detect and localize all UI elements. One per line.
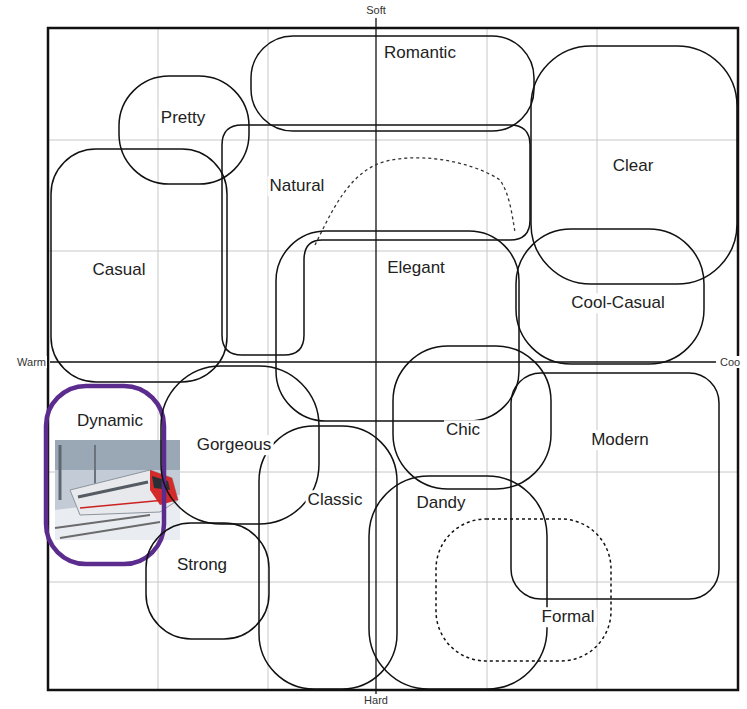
region-outline — [118, 75, 250, 185]
photo-rail — [60, 522, 160, 538]
strong-region: Strong — [145, 522, 270, 640]
gorgeous-region: Gorgeous — [160, 365, 320, 525]
grid-line — [48, 140, 738, 141]
region-outline — [510, 372, 720, 600]
grid-lines — [48, 28, 738, 690]
region-label: Natural — [268, 176, 327, 196]
region-border — [531, 46, 737, 284]
region-border — [393, 346, 551, 489]
region-label: Gorgeous — [195, 435, 274, 455]
region-label: Cool-Casual — [569, 293, 667, 313]
region-label: Chic — [444, 420, 482, 440]
region-border — [511, 373, 719, 599]
casual-region: Casual — [50, 148, 228, 383]
region-border — [119, 76, 249, 184]
region-label: Formal — [540, 607, 597, 627]
region-label: Romantic — [382, 43, 458, 63]
warm-cool-axis — [50, 361, 716, 362]
region-label: Clear — [611, 156, 656, 176]
region-outline — [145, 522, 270, 640]
region-border — [222, 125, 530, 355]
region-border — [161, 366, 319, 524]
photo-train-stripe — [80, 500, 165, 508]
elegant-region: Elegant — [275, 230, 520, 422]
region-label: Pretty — [159, 108, 207, 128]
axis-label: Soft — [365, 4, 387, 16]
cool-casual-region: Cool-Casual — [515, 228, 705, 365]
classic-region: Classic — [258, 425, 398, 690]
region-border — [369, 476, 547, 689]
axis-label: Warm — [16, 356, 47, 368]
region-border — [436, 519, 611, 661]
region-border — [51, 149, 227, 382]
grid-line — [48, 251, 738, 252]
region-label: Elegant — [385, 258, 447, 278]
region-border — [516, 229, 704, 364]
grid-line — [597, 28, 598, 690]
region-outline — [212, 125, 530, 355]
clear-region: Clear — [530, 45, 738, 285]
region-border — [146, 523, 269, 639]
axis-label: Coo — [719, 356, 741, 368]
pretty-region: Pretty — [118, 75, 250, 185]
region-outline — [435, 518, 612, 662]
photo-pole — [59, 445, 62, 500]
region-label: Dandy — [414, 493, 467, 513]
axis-label: Hard — [363, 694, 389, 706]
region-border — [276, 231, 519, 421]
outer-frame — [48, 28, 738, 690]
grid-line — [48, 582, 738, 583]
dotted-outline — [315, 158, 515, 245]
chic-region: Chic — [392, 345, 552, 490]
romantic-region: Romantic — [250, 35, 535, 132]
photo-train-windows — [78, 482, 148, 497]
dynamic-region: Dynamic — [45, 385, 165, 565]
region-border — [46, 386, 164, 564]
region-label: Classic — [306, 490, 365, 510]
natural-region: Natural — [212, 125, 530, 355]
formal-region: Formal — [435, 518, 612, 662]
region-label: Dynamic — [75, 411, 145, 431]
modern-region: Modern — [510, 372, 720, 600]
grid-line — [487, 28, 488, 690]
region-label: Modern — [589, 430, 651, 450]
region-label: Strong — [175, 555, 229, 575]
region-outline — [392, 345, 552, 490]
dandy-region: Dandy — [368, 475, 548, 690]
region-border — [251, 36, 534, 131]
region-border — [259, 426, 397, 689]
region-label: Casual — [91, 260, 148, 280]
region-outline — [258, 425, 398, 690]
photo-train-window — [152, 476, 170, 490]
soft-hard-axis — [375, 18, 376, 694]
